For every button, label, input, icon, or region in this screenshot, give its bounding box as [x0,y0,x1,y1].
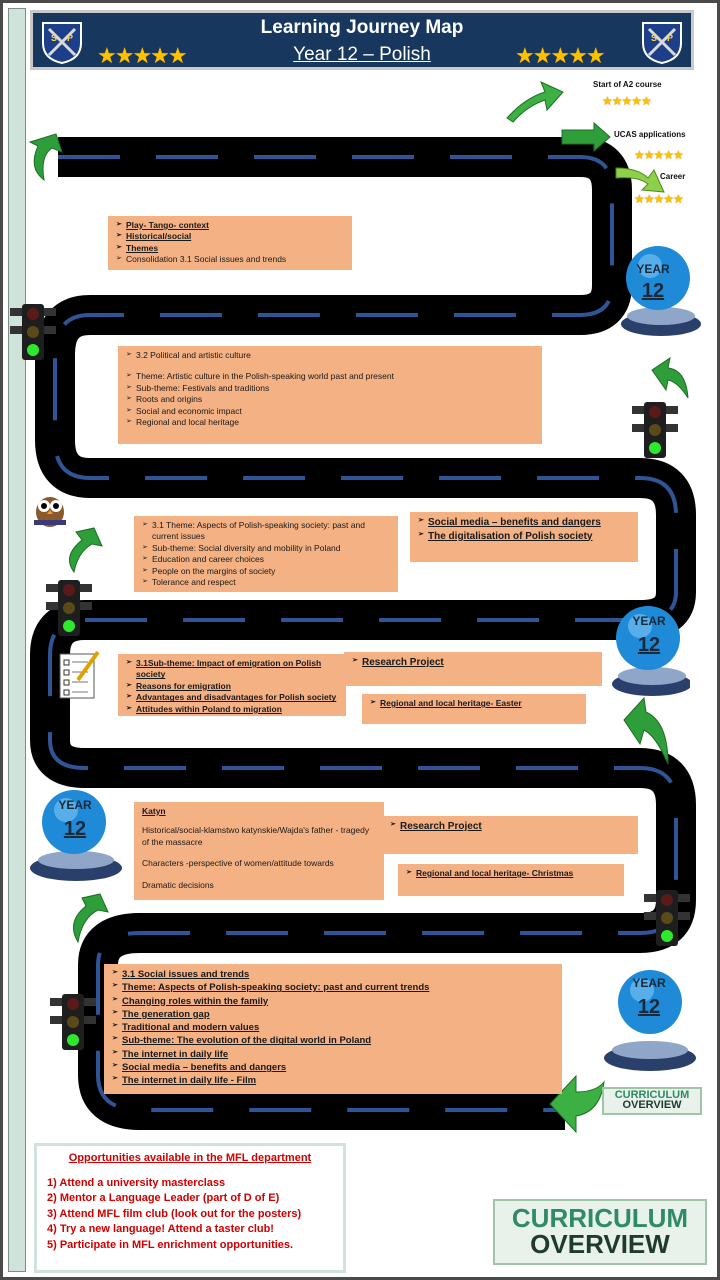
svg-text:P: P [67,33,73,43]
opportunity-item: 5) Participate in MFL enrichment opportu… [47,1238,294,1251]
green-arrow-icon [506,81,564,123]
curved-arrow-icon [651,356,689,399]
topic-box-political-culture: 3.2 Political and artistic culture Theme… [118,346,542,444]
header-stars-right: ★★★★★ [515,43,606,68]
curriculum-overview-link-small[interactable]: CURRICULUM OVERVIEW [602,1087,702,1115]
heritage-christmas-box: Regional and local heritage- Christmas [398,864,624,896]
traffic-light-icon [10,304,56,360]
curved-arrow-icon [69,527,103,574]
school-crest-icon: S P [42,22,82,65]
header-stars-left: ★★★★★ [97,43,188,68]
curved-arrow-icon [73,893,109,944]
side-strip [8,8,26,1272]
green-arrow-icon [561,122,611,152]
start-a2-label: Start of A2 course [593,80,662,89]
page-title: Learning Journey Map [260,17,464,38]
svg-text:S: S [651,33,657,43]
year-12-badge: YEAR 12 [618,240,704,340]
opportunity-item: 4) Try a new language! Attend a taster c… [47,1223,274,1236]
traffic-light-icon [46,580,92,636]
opportunities-panel: Opportunities available in the MFL depar… [34,1143,346,1273]
topic-box-social-media: Social media – benefits and dangers The … [410,512,638,562]
topic-box-social-issues: 3.1 Social issues and trends Theme: Aspe… [104,964,562,1094]
topic-box-katyn: Katyn Historical/social-klamstwo katynsk… [134,802,384,900]
green-arrow-icon [549,1074,605,1134]
svg-text:S: S [51,33,57,43]
owl-icon [34,497,66,527]
opportunity-item: 1) Attend a university masterclass [47,1177,226,1189]
year-12-badge: YEAR 12 [604,600,692,700]
curved-arrow-icon [28,133,63,182]
topic-box-emigration: 3.1Sub-theme: Impact of emigration on Po… [118,654,346,716]
opportunity-item: 3) Attend MFL film club (look out for th… [47,1207,302,1220]
curved-arrow-icon [623,696,669,765]
traffic-light-icon [632,402,678,458]
school-crest-icon: S P [642,22,682,65]
opportunities-title: Opportunities available in the MFL depar… [68,1152,312,1164]
ucas-stars: ★★★★★ [634,148,684,162]
traffic-light-icon [50,994,96,1050]
topic-box-aspects-society: 3.1 Theme: Aspects of Polish-speaking so… [134,516,398,592]
header-banner: S P ★★★★★ Learning Journey Map Year 12 –… [30,10,694,70]
heritage-easter-box: Regional and local heritage- Easter [362,694,586,724]
svg-text:P: P [667,33,673,43]
research-project-box: Research Project [382,816,638,854]
checklist-icon [59,650,100,699]
career-label: Career [660,172,686,181]
green-arrow-icon [615,167,665,193]
ucas-label: UCAS applications [614,130,686,139]
topic-box-play-tango: Play- Tango- context Historical/social T… [108,216,352,270]
research-project-box: Research Project [344,652,602,686]
career-stars: ★★★★★ [634,192,684,206]
traffic-light-icon [644,890,690,946]
start-a2-stars: ★★★★★ [602,94,652,108]
opportunity-item: 2) Mentor a Language Leader (part of D o… [47,1192,280,1205]
year-12-badge: YEAR 12 [598,964,696,1071]
page-subtitle: Year 12 – Polish [293,44,431,65]
year-12-badge: YEAR 12 [28,784,122,884]
curriculum-overview-link[interactable]: CURRICULUM OVERVIEW [493,1199,707,1265]
